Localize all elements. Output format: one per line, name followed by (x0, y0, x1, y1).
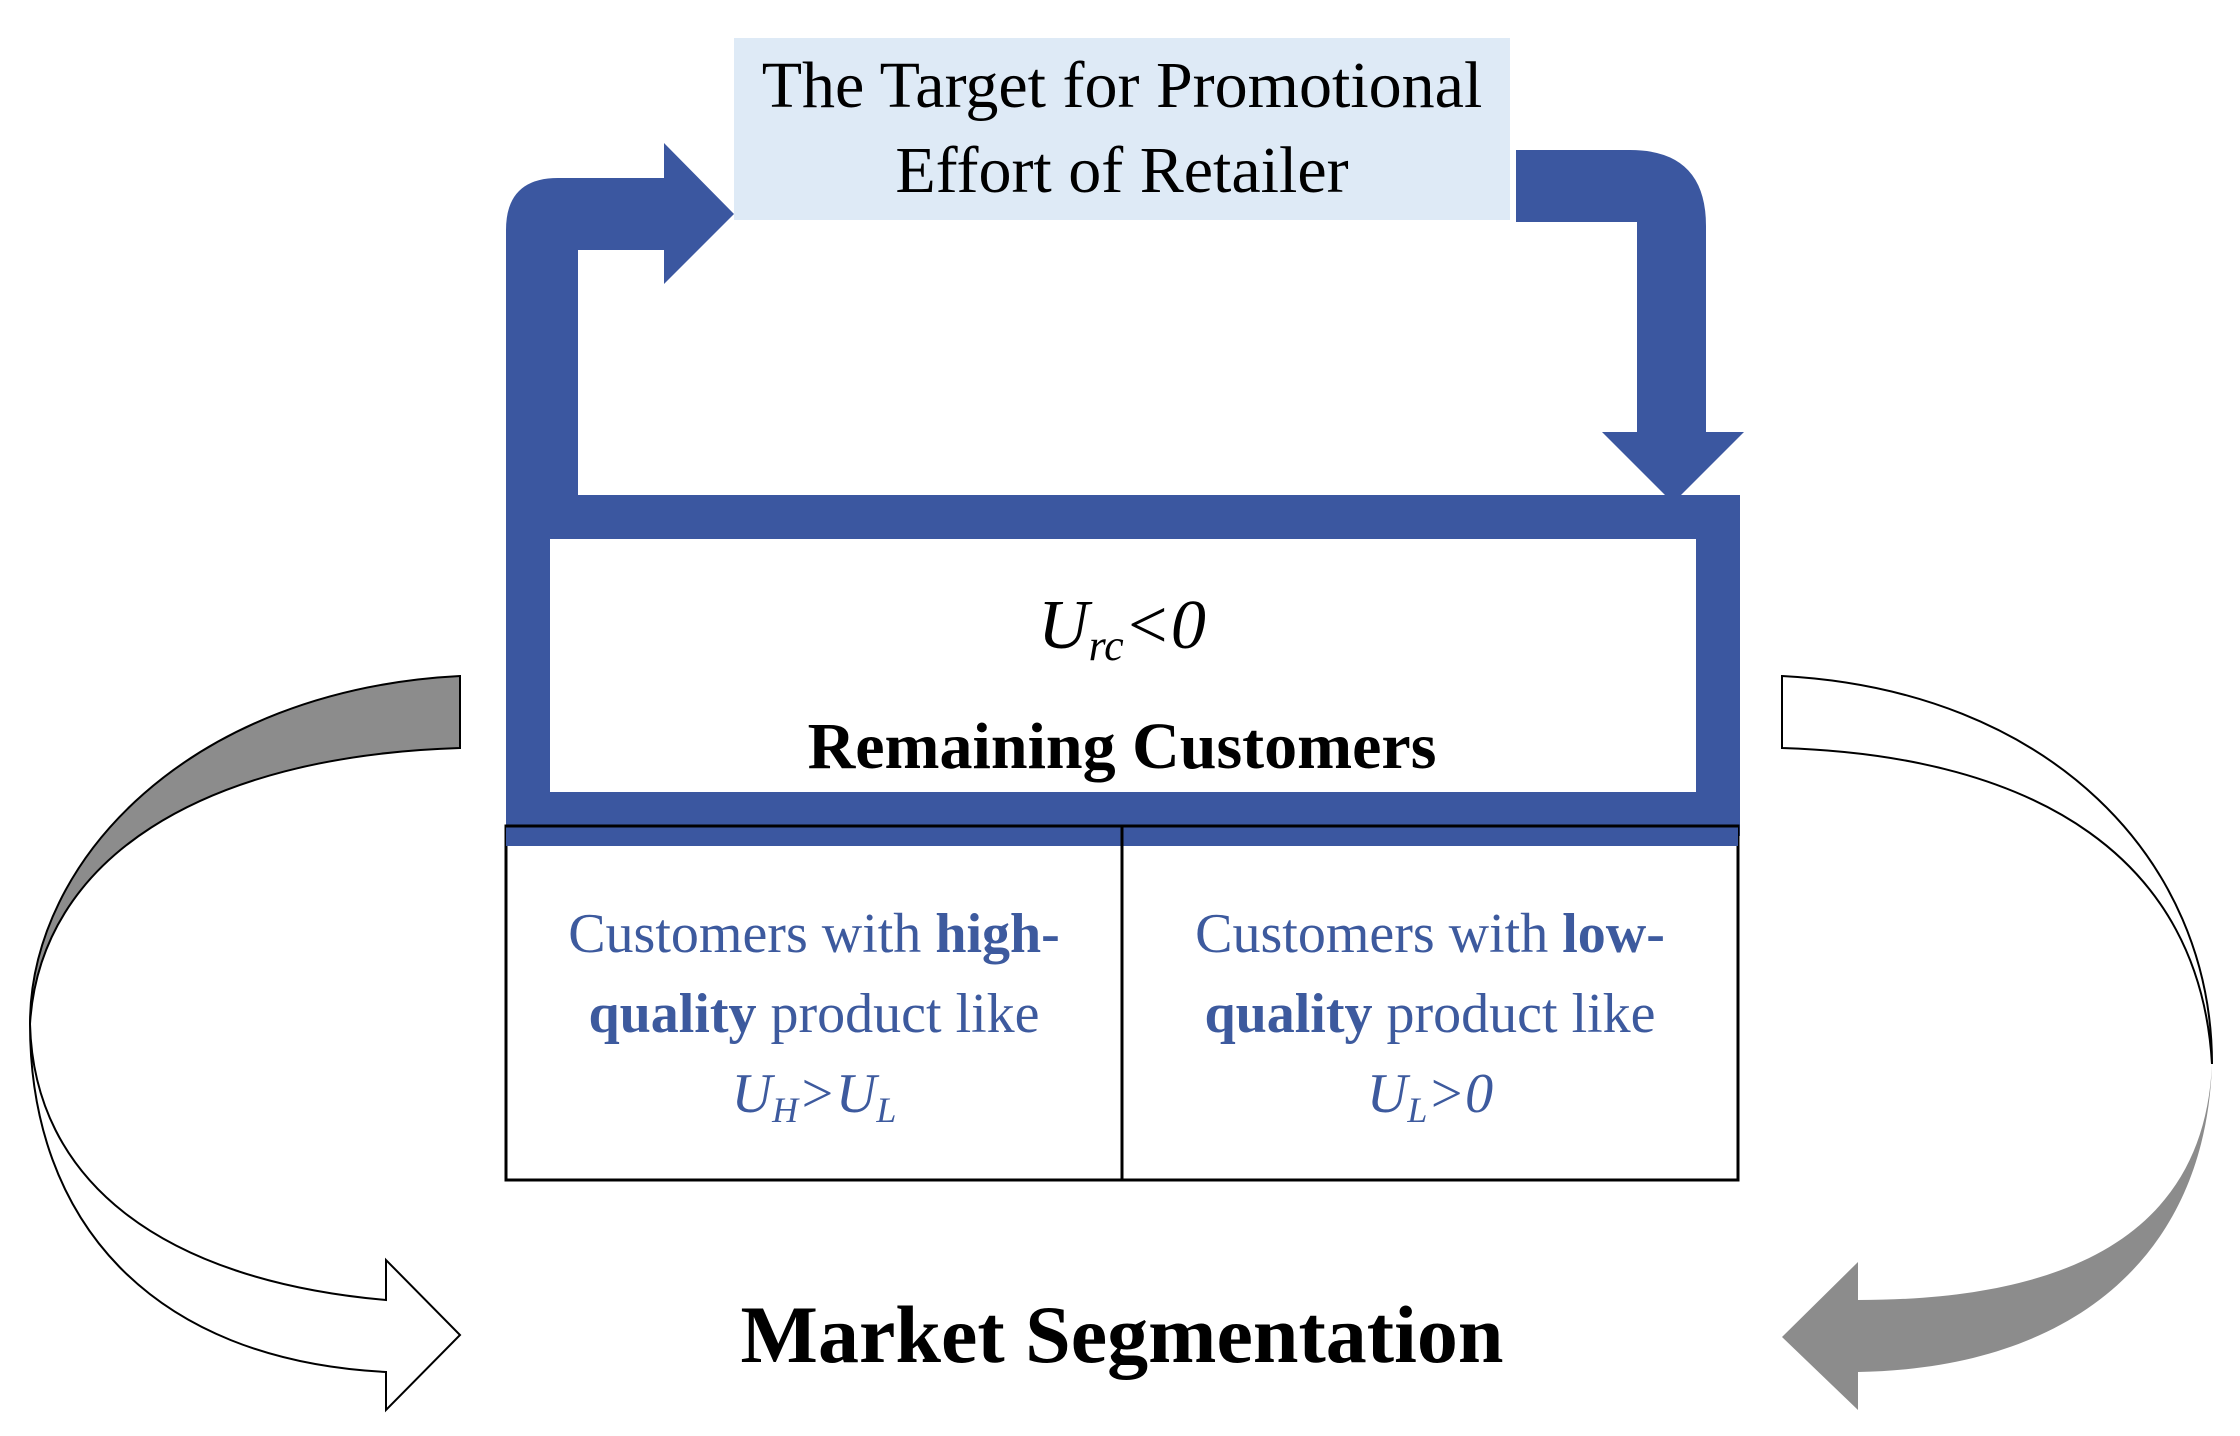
utility-rel: <0 (1124, 587, 1206, 664)
segment-high-condition: UH>UL (732, 1063, 897, 1130)
segment-low-condition: UL>0 (1367, 1063, 1493, 1130)
utility-sub: rc (1089, 621, 1124, 670)
left-feedback-arrow (506, 143, 734, 495)
segment-low-line2: quality product like (1204, 983, 1655, 1045)
target-box (734, 38, 1510, 220)
left-curved-arrow-gray (29, 674, 461, 1025)
remaining-utility-condition: Urc<0 (1038, 587, 1206, 670)
left-curved-arrow-white (29, 1023, 462, 1413)
remaining-customers-box (506, 495, 1740, 836)
target-box-line2: Effort of Retailer (895, 134, 1348, 207)
utility-var: U (1038, 587, 1093, 664)
market-segmentation-title: Market Segmentation (741, 1289, 1504, 1380)
right-feedback-arrow (1516, 150, 1744, 503)
segment-high-line2: quality product like (588, 983, 1039, 1045)
remaining-customers-label: Remaining Customers (808, 710, 1437, 783)
right-curved-arrow-white (1781, 674, 2213, 1065)
segment-high-line1: Customers with high- (568, 903, 1060, 965)
target-box-line1: The Target for Promotional (762, 49, 1483, 122)
right-curved-arrow-gray (1782, 1064, 2212, 1410)
segment-low-line1: Customers with low- (1195, 903, 1665, 965)
